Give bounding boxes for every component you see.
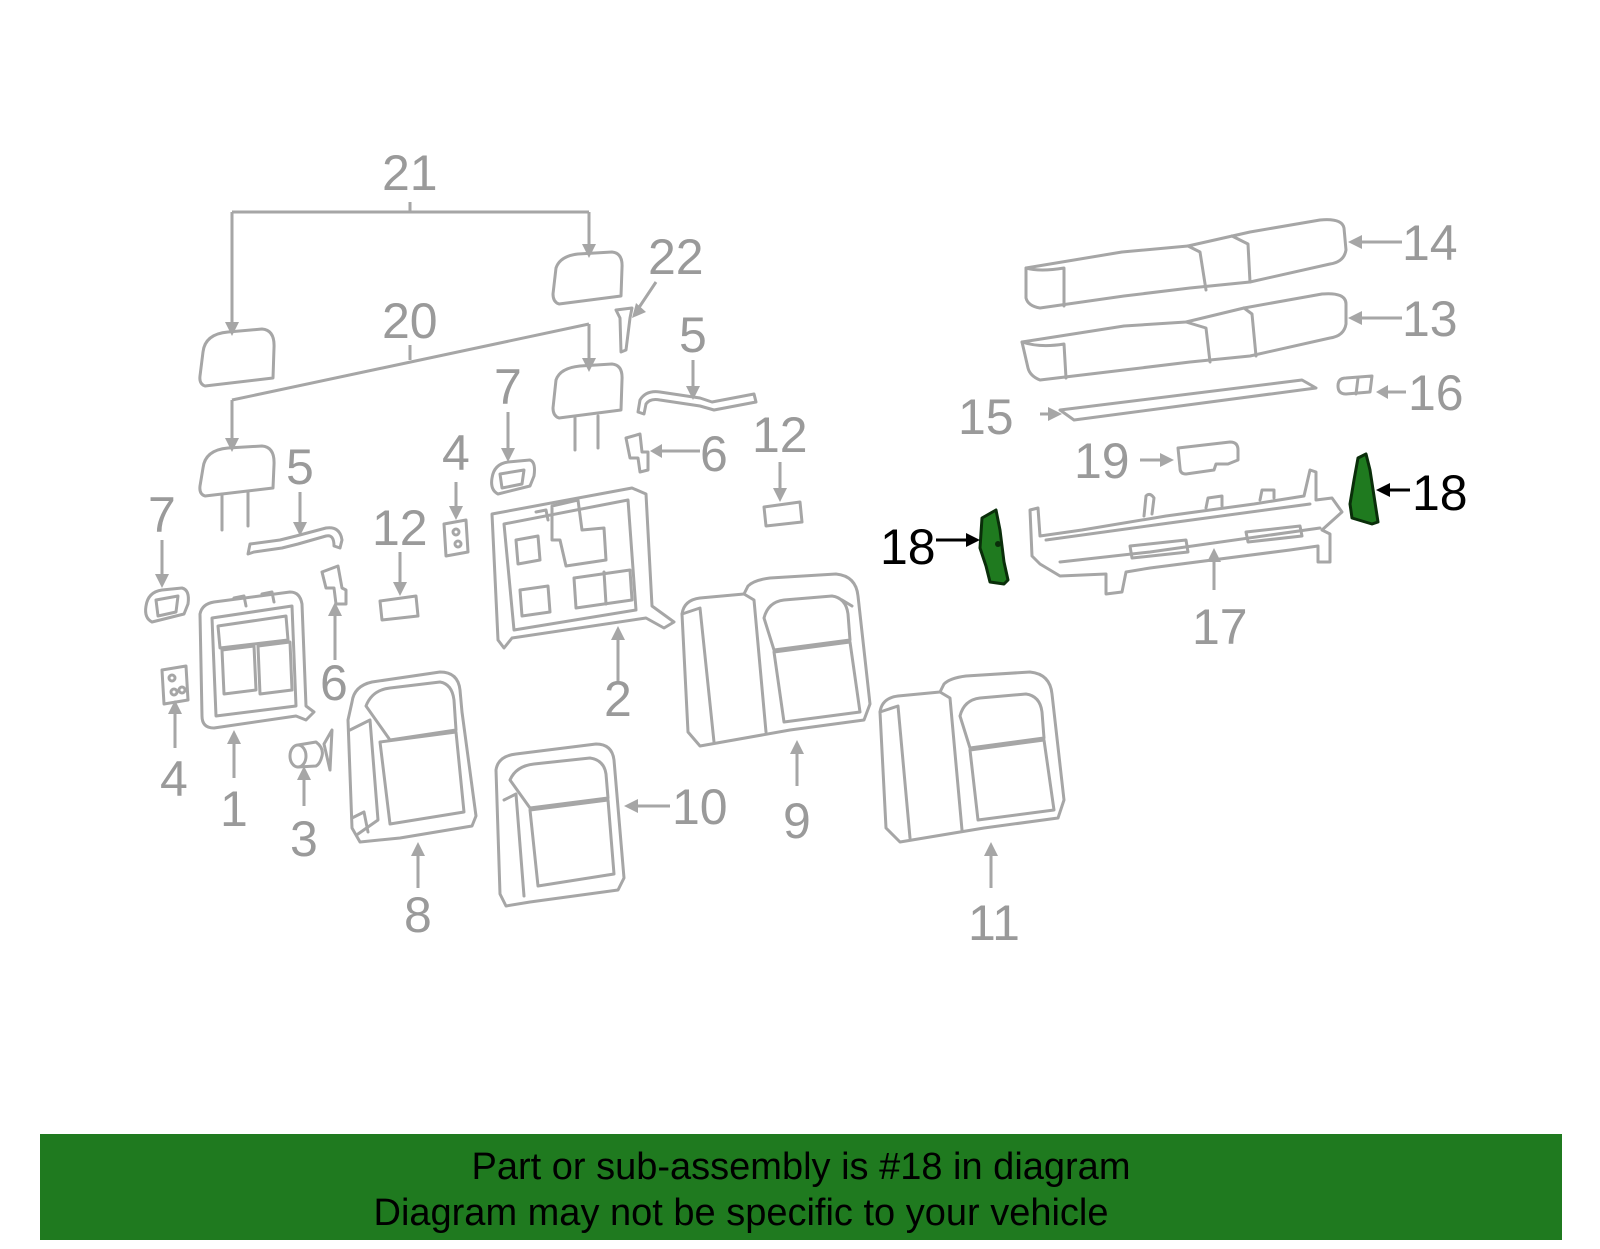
seatback-cover-9 — [680, 572, 872, 786]
callout-3: 3 — [290, 811, 318, 867]
hinge-cover-18-right[interactable] — [1348, 452, 1410, 526]
callout-18-right: 18 — [1412, 465, 1468, 521]
callout-4-right: 4 — [442, 425, 470, 481]
hinge-cover-18-left[interactable] — [936, 508, 1010, 586]
callout-7-right: 7 — [494, 359, 522, 415]
seatback-cover-8 — [346, 670, 478, 888]
callout-11: 11 — [968, 895, 1020, 951]
callout-18-left: 18 — [880, 519, 936, 575]
leader-20 — [225, 322, 596, 452]
callout-2: 2 — [604, 671, 632, 727]
cushion-14 — [1024, 218, 1402, 310]
headrest-20-left — [198, 444, 276, 532]
bracket-4-right — [442, 482, 470, 558]
bracket-4-left — [160, 664, 190, 748]
module-19 — [1140, 440, 1240, 476]
callout-14: 14 — [1402, 215, 1458, 271]
seatback-cover-10 — [494, 742, 670, 908]
callout-19: 19 — [1074, 433, 1130, 489]
bushing-3 — [288, 728, 334, 806]
footer-banner: Part or sub-assembly is #18 in diagram D… — [40, 1134, 1562, 1240]
leader-21 — [225, 202, 596, 336]
heater-15 — [1040, 378, 1318, 422]
seatback-frame-1 — [198, 590, 316, 778]
callout-22: 22 — [648, 229, 704, 285]
label-12-right — [762, 462, 804, 528]
headrest-21-right — [551, 250, 624, 306]
callout-7-left: 7 — [148, 487, 176, 543]
seatback-cover-11 — [878, 670, 1066, 888]
callout-10: 10 — [672, 779, 728, 835]
clip-6-left — [320, 564, 348, 660]
callout-1: 1 — [220, 781, 248, 837]
callout-12-right: 12 — [752, 407, 808, 463]
seat-frame-17 — [1028, 468, 1344, 596]
callout-16: 16 — [1408, 365, 1464, 421]
cable-5-left — [246, 492, 344, 556]
callout-15: 15 — [958, 389, 1014, 445]
callout-6-right: 6 — [700, 426, 728, 482]
callout-13: 13 — [1402, 291, 1458, 347]
label-12-left — [378, 552, 420, 622]
footer-line-1: Part or sub-assembly is #18 in diagram — [471, 1146, 1131, 1188]
cushion-pad-13 — [1020, 292, 1402, 382]
latch-7-left — [144, 540, 190, 624]
guide-pin-22 — [614, 281, 658, 354]
callout-21: 21 — [382, 145, 438, 201]
clip-6-right — [624, 432, 700, 474]
footer-line-2: Diagram may not be specific to your vehi… — [373, 1192, 1109, 1234]
callout-20: 20 — [382, 293, 438, 349]
callout-4-left: 4 — [160, 751, 188, 807]
callout-8: 8 — [404, 887, 432, 943]
callout-9: 9 — [783, 793, 811, 849]
cable-5-right — [636, 360, 758, 416]
callout-5-left: 5 — [286, 439, 314, 495]
latch-7-right — [490, 412, 536, 496]
seatback-frame-2 — [490, 486, 676, 684]
headrest-20-right — [551, 362, 624, 452]
sleeve-16 — [1336, 374, 1406, 399]
callout-5-right: 5 — [679, 307, 707, 363]
callout-12-left: 12 — [372, 500, 428, 556]
headrest-21-left — [198, 327, 276, 388]
callout-17: 17 — [1192, 599, 1248, 655]
callout-6-left: 6 — [320, 655, 348, 711]
